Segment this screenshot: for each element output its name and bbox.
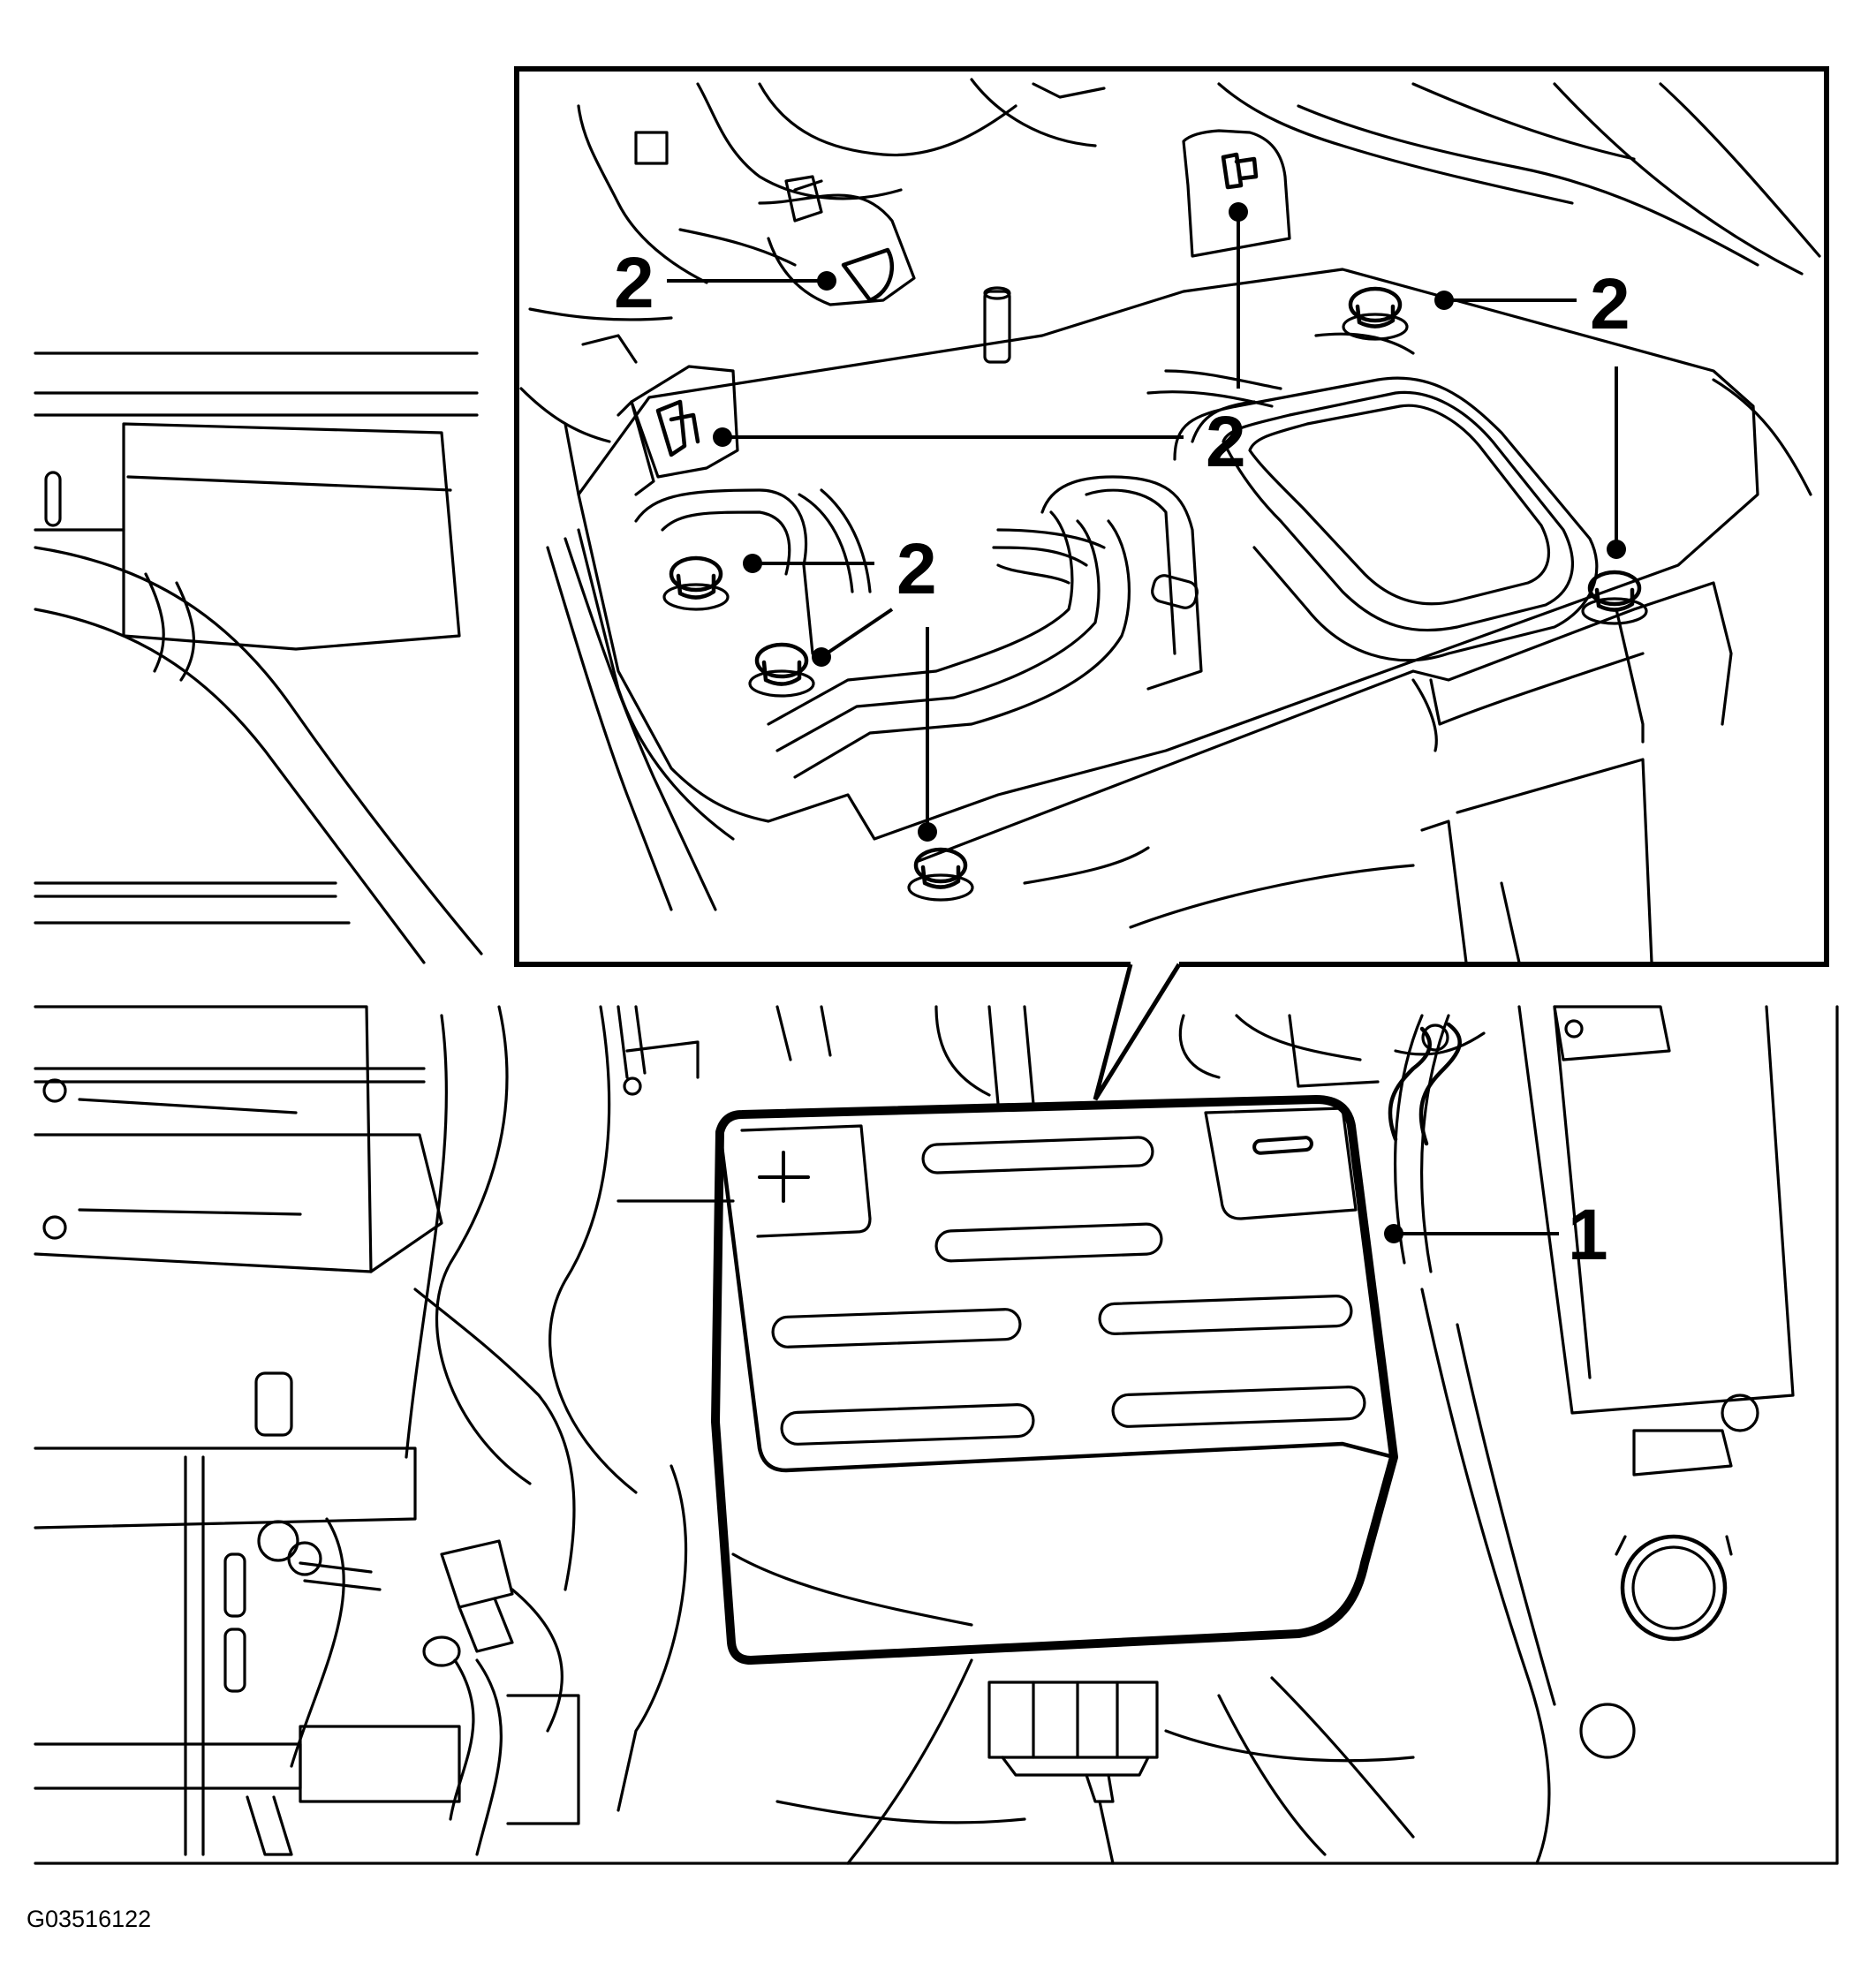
figure-id: G03516122 — [26, 1906, 151, 1932]
plus-icon — [758, 1151, 810, 1203]
callout-battery: 1 — [1384, 1195, 1608, 1275]
bolt-3 — [1342, 286, 1409, 341]
callout-label-2d: 2 — [896, 529, 937, 609]
engine-bay-background — [34, 351, 1839, 1865]
bolt-1 — [662, 555, 730, 611]
battery — [711, 1095, 1398, 1665]
callout-label-1: 1 — [1568, 1195, 1608, 1275]
detail-inset: 2 2 2 2 — [514, 66, 1829, 1101]
bolt-2 — [748, 642, 815, 698]
callout-label-2c: 2 — [1590, 264, 1630, 344]
callout-label-2b: 2 — [1206, 402, 1246, 482]
battery-tray-detail — [519, 78, 1821, 964]
bolt-5 — [907, 847, 974, 902]
callouts-fastener: 2 2 2 2 — [614, 202, 1630, 842]
minus-icon — [1252, 1136, 1313, 1155]
callout-label-2a: 2 — [614, 243, 654, 323]
bolt-4 — [1581, 570, 1648, 625]
